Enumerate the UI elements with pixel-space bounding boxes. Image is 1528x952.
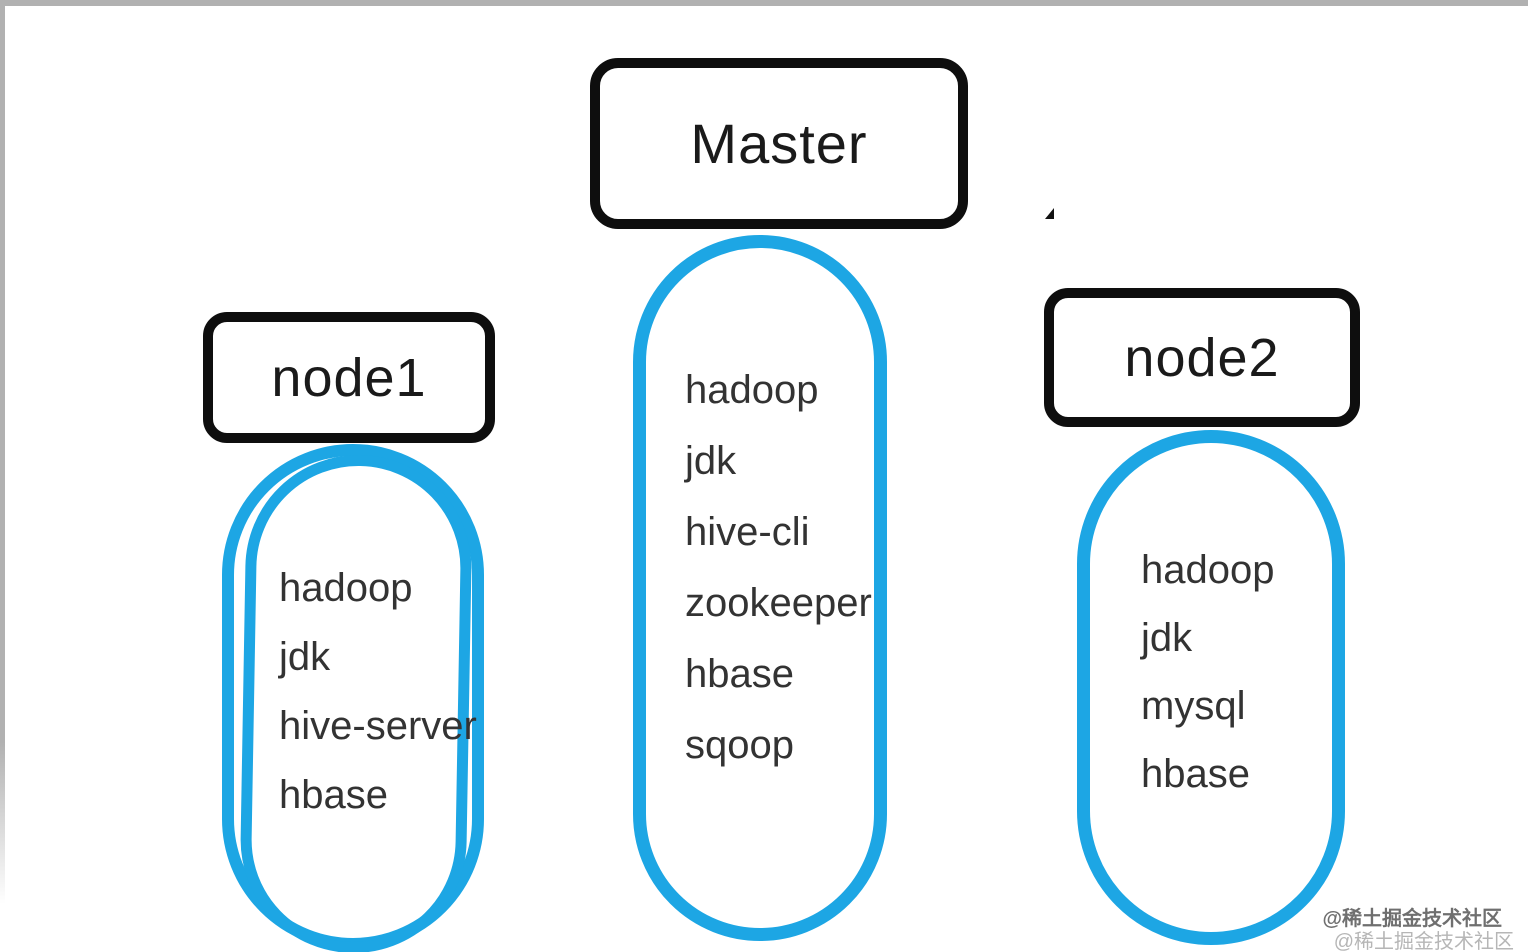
top-edge-shadow [0,0,1528,6]
left-edge-shadow [0,6,5,904]
node1-node-label: node1 [271,347,427,408]
software-item: zookeeper [685,581,872,625]
node1-software-list: hadoop jdk hive-server hbase [279,554,477,830]
software-item: mysql [1141,684,1246,728]
node1-node-box: node1 [203,312,495,443]
node2-software-list: hadoop jdk mysql hbase [1141,536,1274,808]
watermark-line2: @稀土掘金技术社区 [1333,931,1514,952]
software-item: hadoop [279,566,413,610]
software-item: jdk [685,439,737,483]
watermark-line1: @稀土掘金技术社区 [1322,908,1502,930]
software-item: jdk [1141,616,1193,660]
software-item: jdk [279,635,331,679]
software-item: hadoop [685,368,819,412]
node2-node-label: node2 [1124,327,1280,388]
software-item: hadoop [1141,548,1275,592]
software-item: sqoop [685,723,794,767]
software-item: hbase [1141,752,1250,796]
software-item: hive-server [279,704,477,748]
node2-node-box: node2 [1044,288,1360,427]
software-item: hbase [685,652,794,696]
master-node-label: Master [690,112,868,175]
stray-ink-mark [1045,208,1054,219]
software-item: hive-cli [685,510,810,554]
master-node-box: Master [590,58,968,229]
software-item: hbase [279,773,388,817]
master-software-list: hadoop jdk hive-cli zookeeper hbase sqoo… [685,355,872,781]
